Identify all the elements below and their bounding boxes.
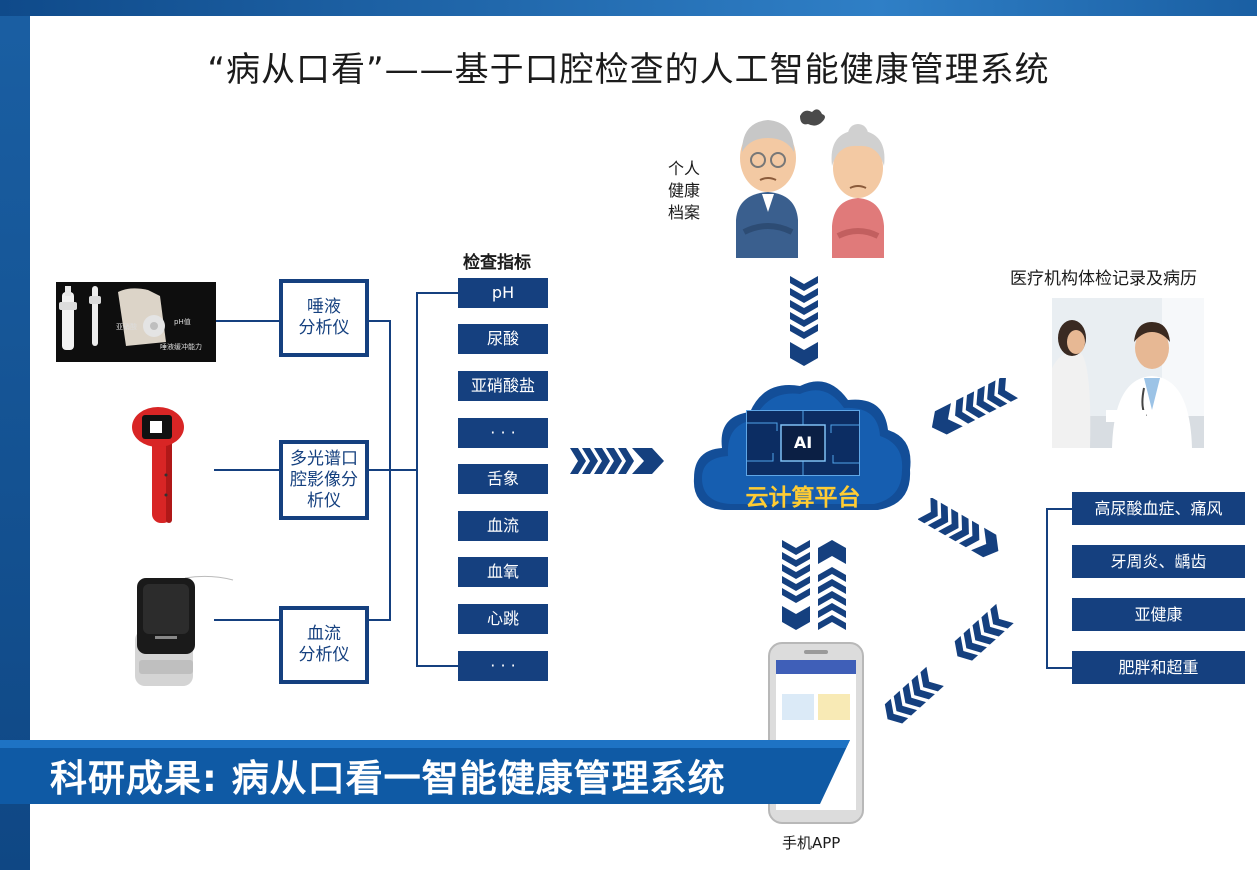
doctor-consultation-photo [1052,298,1204,448]
phone-app-header [776,660,856,674]
imaging-analyzer-label-line1: 多光谱口 [290,448,358,469]
phone-app-label: 手机APP [782,834,841,852]
indicator-ellipsis-1: · · · [458,418,548,448]
indicators-heading: 检查指标 [463,253,531,273]
bottom-banner [0,740,850,804]
indicator-heartbeat: 心跳 [458,604,548,634]
bloodflow-analyzer-label-line2: 分析仪 [298,645,350,665]
arrow-cloud-to-phone [782,540,810,630]
saliva-analyzer-box: 唾液分析仪 [279,279,369,357]
saliva-photo-label-ph: pH值 [174,318,191,326]
cloud-platform-label: 云计算平台 [745,485,861,511]
blood-flow-analyzer-photo [125,570,235,690]
personal-records-line1: 个人 [667,159,700,178]
imaging-analyzer-label-line2: 腔影像分 [290,469,358,490]
phone-app-card-1 [782,694,814,720]
connector-bloodflow-out [366,619,390,621]
arrow-cloud-to-diseases [918,498,999,558]
indicator-bracket-top [416,292,458,294]
saliva-photo-label-buffer: 唾液缓冲能力 [160,343,202,351]
connector-device-trunk [389,320,391,621]
indicator-blood-flow: 血流 [458,511,548,541]
disease-periodontitis-caries: 牙周炎、龋齿 [1072,545,1245,578]
arrow-indicators-to-cloud [570,448,664,474]
saliva-analyzer-photo: pH值 唾液缓冲能力 亚硝酸 [56,282,216,362]
disease-obesity-overweight: 肥胖和超重 [1072,651,1245,684]
multispectral-imaging-analyzer-box: 多光谱口腔影像分析仪 [279,440,369,520]
bottom-banner-text: 科研成果: 病从口看一智能健康管理系统 [50,757,726,800]
connector-imaging-photo [214,469,279,471]
personal-records-line3: 档案 [667,203,700,222]
imaging-analyzer-label-line3: 析仪 [307,490,341,511]
phone-speaker [804,650,828,654]
indicator-nitrite: 亚硝酸盐 [458,371,548,401]
bloodflow-analyzer-label-line1: 血流 [307,624,341,644]
saliva-photo-label-nitrite: 亚硝酸 [116,323,137,331]
indicator-bracket-bottom [416,665,458,667]
indicator-ellipsis-2: · · · [458,651,548,681]
hospital-records-label: 医疗机构体检记录及病历 [1010,269,1197,289]
diagram-title: “病从口看”——基于口腔检查的人工智能健康管理系统 [207,50,1050,90]
arrow-hospital-to-cloud [931,378,1018,435]
arrow-records-to-cloud [790,276,818,366]
saliva-analyzer-label-line1: 唾液 [307,297,341,317]
ai-chip-label: AI [793,433,813,452]
connector-bloodflow-photo [214,619,279,621]
left-border-band [0,0,30,870]
blood-flow-analyzer-box: 血流分析仪 [279,606,369,684]
phone-app-card-2 [818,694,850,720]
saliva-analyzer-label-line2: 分析仪 [298,318,350,338]
indicator-ph: pH [458,278,548,308]
disease-bracket-top [1046,508,1072,510]
ai-chip: AI [746,410,860,476]
elderly-couple-illustration [736,109,885,258]
connector-saliva-out [366,320,390,322]
multispectral-imaging-device-photo [128,405,198,527]
indicator-blood-oxygen: 血氧 [458,557,548,587]
disease-subhealth: 亚健康 [1072,598,1245,631]
disease-bracket-bottom [1046,667,1072,669]
arrow-phone-to-cloud [818,540,846,630]
connector-saliva-photo [216,320,279,322]
disease-bracket-spine [1046,508,1048,668]
indicator-tongue-image: 舌象 [458,464,548,494]
connector-imaging-out [366,469,416,471]
top-border-band [0,0,1257,16]
indicator-uric-acid: 尿酸 [458,324,548,354]
arrow-diseases-to-phone [884,603,1014,724]
disease-hyperuricemia-gout: 高尿酸血症、痛风 [1072,492,1245,525]
personal-records-line2: 健康 [667,181,700,200]
personal-records-label: 个人 健康 档案 [664,158,704,224]
indicator-bracket-spine [416,292,418,666]
